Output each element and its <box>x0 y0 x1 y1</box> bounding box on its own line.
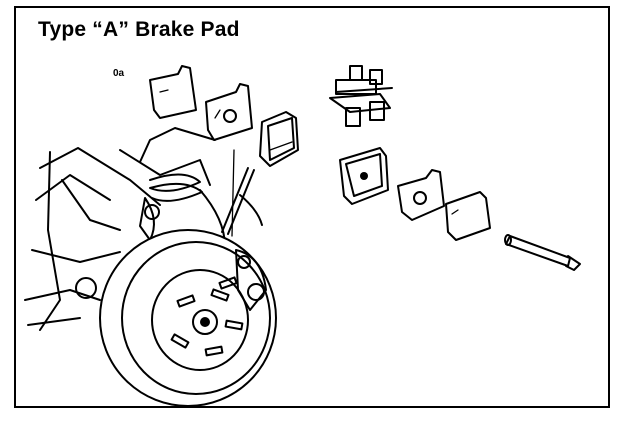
anti-squeal-shim-inner <box>205 83 253 141</box>
pad-retaining-pin <box>504 234 581 271</box>
diagram-frame <box>14 6 610 408</box>
brake-disc <box>99 229 277 407</box>
wheel-studs <box>170 276 244 357</box>
brake-pad-inner <box>259 111 299 167</box>
pad-support-plate <box>329 65 393 127</box>
anti-squeal-shim-outer-right <box>445 191 491 241</box>
diagram-title: Type “A” Brake Pad <box>38 18 240 41</box>
right-parts-group <box>329 65 581 271</box>
left-parts-group <box>149 65 299 237</box>
anti-squeal-shim-inner-right <box>397 169 445 221</box>
callout-label: 0a <box>113 68 125 79</box>
brake-pad-outer <box>339 147 389 205</box>
anti-squeal-shim-outer <box>149 65 197 119</box>
